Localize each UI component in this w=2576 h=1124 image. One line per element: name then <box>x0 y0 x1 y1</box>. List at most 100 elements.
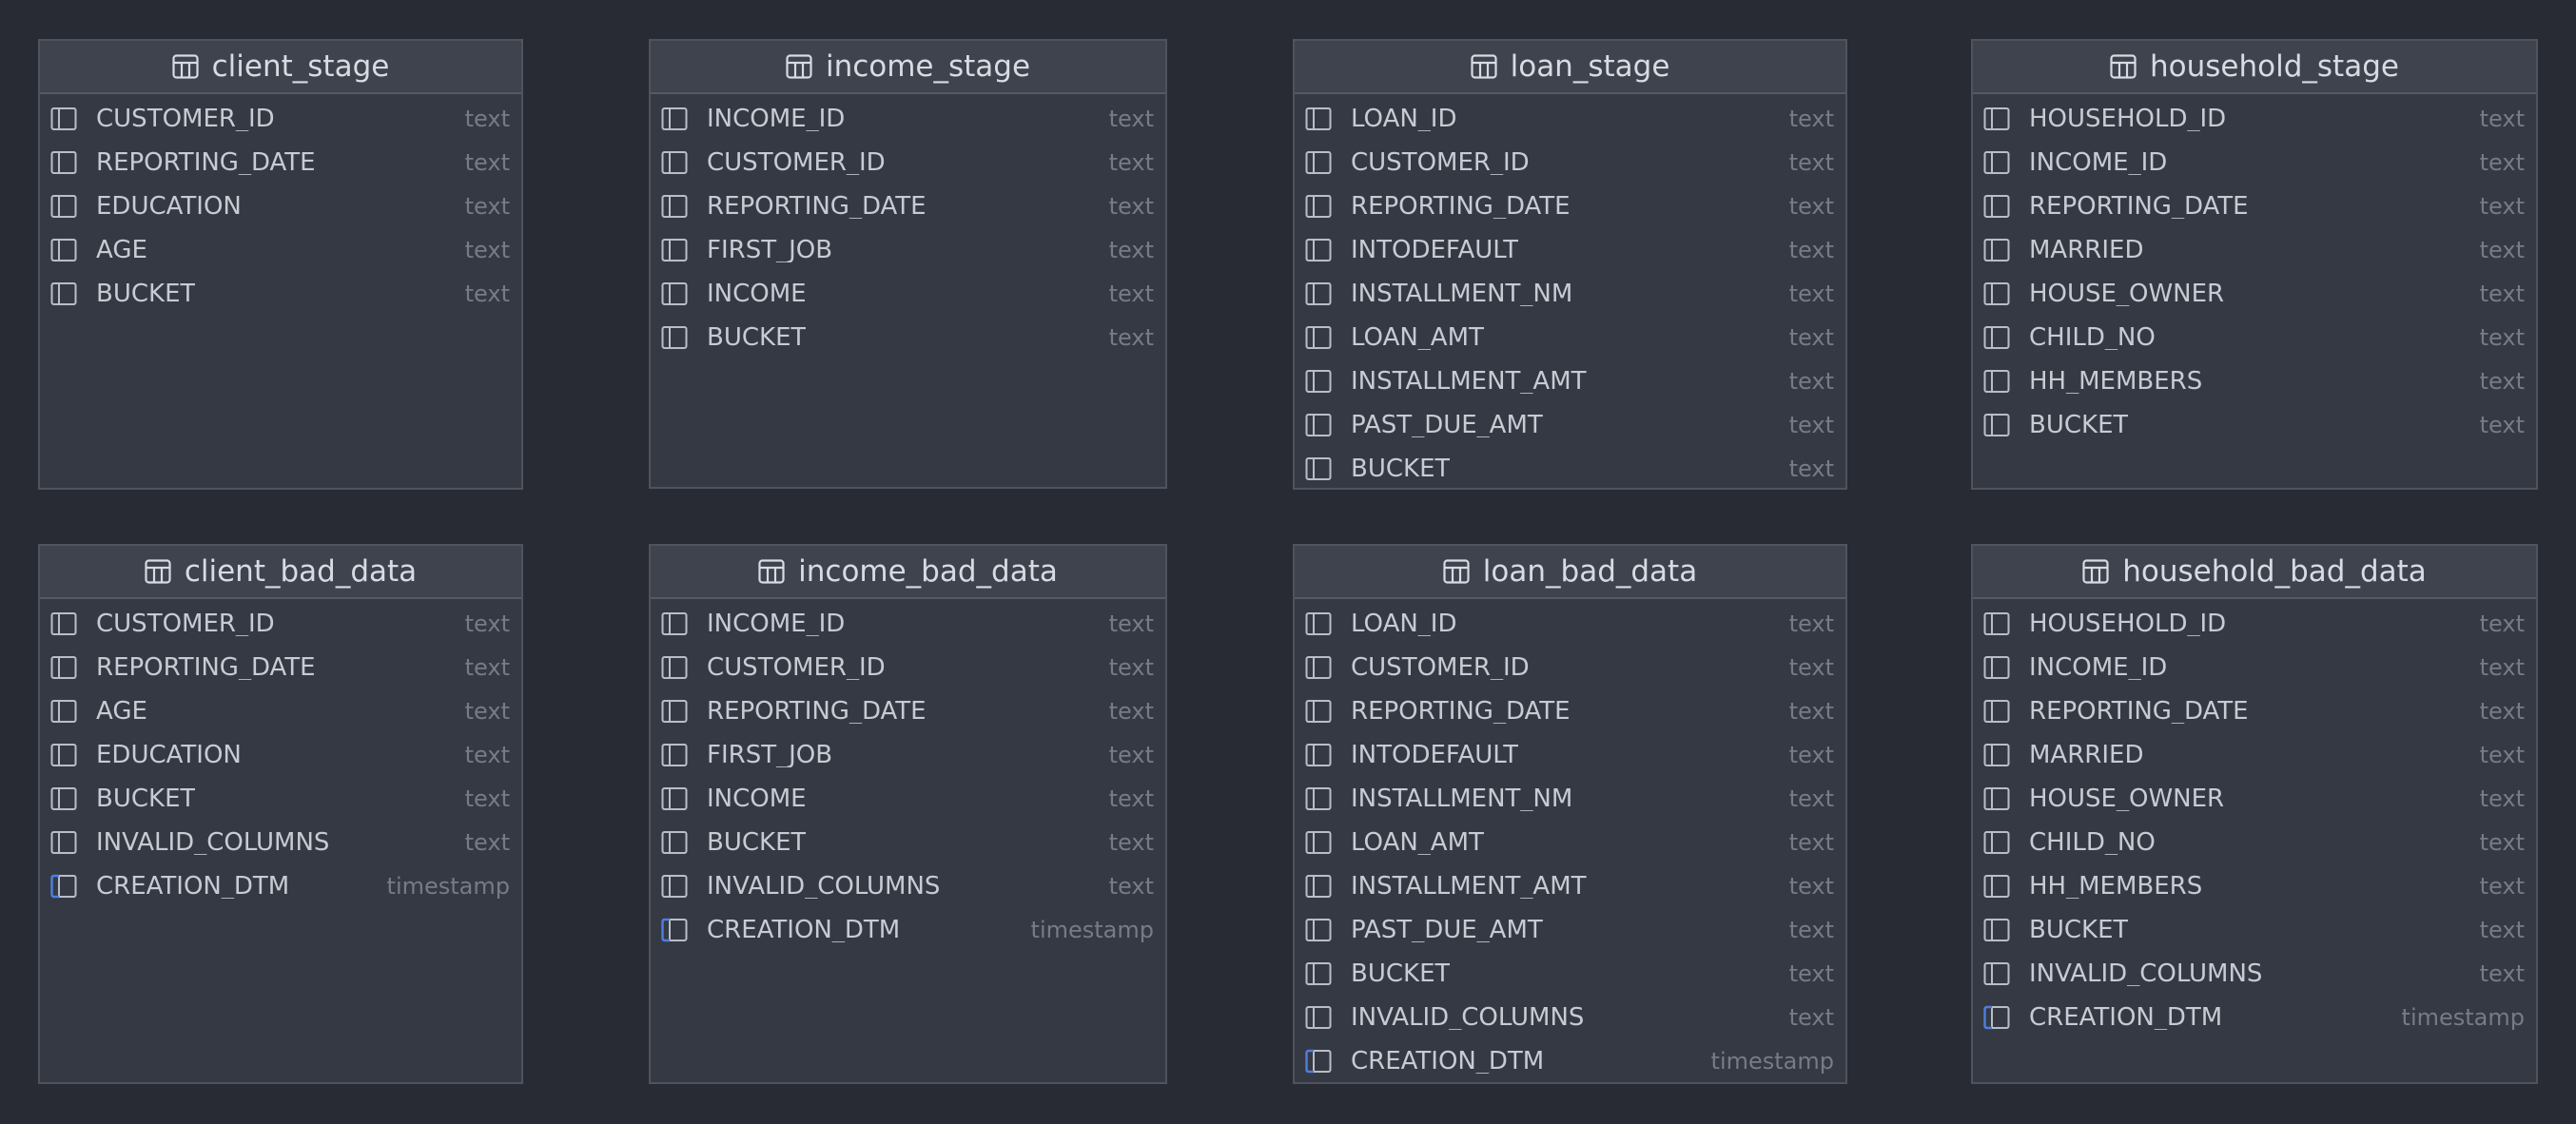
column-type: text <box>1108 149 1154 176</box>
table-header[interactable]: income_stage <box>651 41 1165 94</box>
column-type: text <box>1108 873 1154 900</box>
column-type: text <box>1108 698 1154 725</box>
column-type: text <box>464 785 510 812</box>
column-icon <box>661 107 688 131</box>
table-header[interactable]: loan_bad_data <box>1295 546 1845 599</box>
column-name: REPORTING_DATE <box>96 150 316 175</box>
table-header[interactable]: loan_stage <box>1295 41 1845 94</box>
column-name: BUCKET <box>2029 918 2129 942</box>
column-icon <box>1305 699 1332 724</box>
column-icon <box>1983 150 2010 175</box>
table-header[interactable]: household_bad_data <box>1973 546 2536 599</box>
table-header[interactable]: household_stage <box>1973 41 2536 94</box>
column-type: timestamp <box>386 873 510 900</box>
table-header[interactable]: client_stage <box>40 41 521 94</box>
column-name: PAST_DUE_AMT <box>1351 413 1543 437</box>
table-header[interactable]: income_bad_data <box>651 546 1165 599</box>
column-type: text <box>1788 829 1834 856</box>
table-header[interactable]: client_bad_data <box>40 546 521 599</box>
column-type: text <box>1788 149 1834 176</box>
column-name: FIRST_JOB <box>707 238 833 262</box>
table-title: client_bad_data <box>184 553 418 589</box>
column-type: text <box>2479 281 2525 307</box>
column-type: text <box>2479 873 2525 900</box>
column-name: HOUSEHOLD_ID <box>2029 107 2227 131</box>
column-name: INVALID_COLUMNS <box>96 830 330 855</box>
table-title: household_bad_data <box>2122 553 2427 589</box>
